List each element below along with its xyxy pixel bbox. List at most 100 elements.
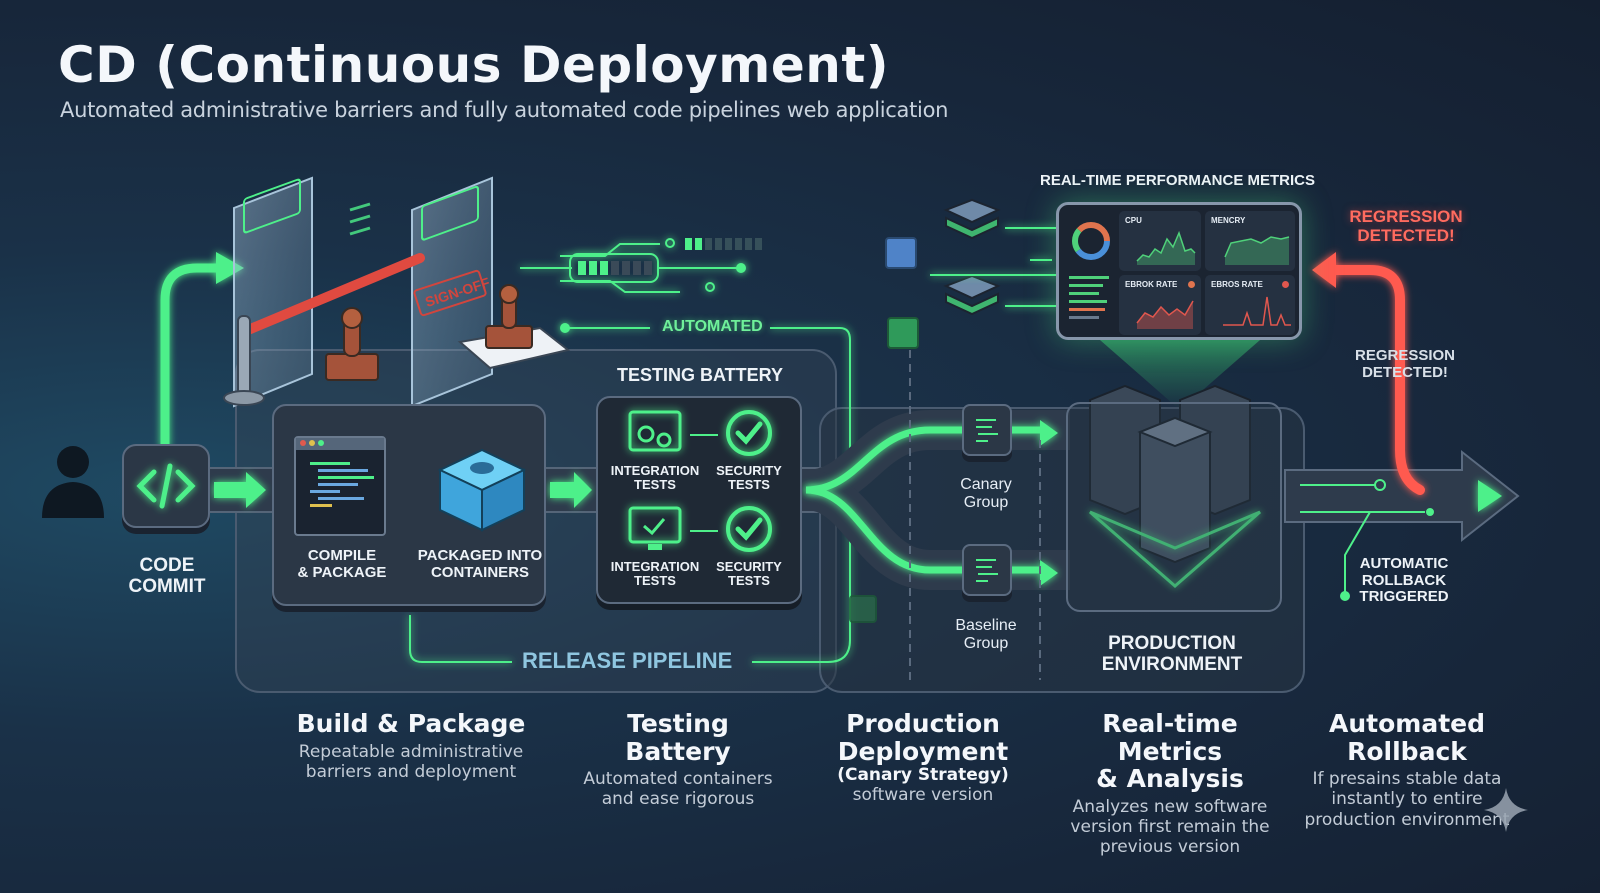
regression-detected-alert: REGRESSION DETECTED! [1349,207,1463,245]
error-rate-tile[interactable]: EBROK RATE [1119,275,1201,335]
code-brackets-icon [136,463,196,509]
donut-chart-icon [1072,222,1110,260]
cube-green-icon [887,317,919,349]
cube-blue-icon [885,237,917,269]
regression-detected-label: REGRESSION DETECTED! [1354,347,1456,381]
list-icon [976,559,998,582]
stage-subtitle: (Canary Strategy) [837,765,1009,785]
metrics-title: REAL-TIME PERFORMANCE METRICS [1040,172,1315,189]
security-tests-label: SECURITY TESTS [716,559,782,589]
memory-tile[interactable]: MENCRY [1205,211,1295,271]
check-circle-icon [726,506,772,552]
metrics-beam [1100,340,1260,410]
build-package-card[interactable]: COMPILE & PACKAGE PACKAGED INTO CONTAINE… [272,404,546,606]
stanchion-post [237,315,251,397]
cube-small-green-icon [849,595,877,623]
metrics-connector-lines [930,227,1060,307]
testing-battery-title: TESTING BATTERY [617,365,783,385]
connector-line [690,434,718,436]
stamp-on-paper-icon [457,284,571,370]
code-editor-icon [294,436,386,536]
packaged-containers-label: PACKAGED INTO CONTAINERS [417,547,543,581]
sparkle-icon [1484,788,1528,832]
release-pipeline-label: RELEASE PIPELINE [522,648,733,673]
error-rate-tile-2[interactable]: EBROS RATE [1205,275,1295,335]
cpu-tile[interactable]: CPU [1119,211,1201,271]
page-subtitle: Automated administrative barriers and fu… [60,98,949,122]
metrics-dashboard[interactable]: CPU MENCRY EBROK RATE EBROS RATE [1056,202,1302,340]
cpu-sparkline [1136,230,1196,265]
integration-tests-label: INTEGRATION TESTS [610,559,700,589]
code-commit-node[interactable] [122,444,210,528]
error-spike-sparkline [1223,296,1291,326]
production-environment-label: PRODUCTION ENVIRONMENT [1101,633,1243,675]
connector-line [690,530,718,532]
floating-checklist-icon [349,202,371,236]
container-icon [437,448,527,532]
error-rate-2-tile-title: EBROS RATE [1211,280,1263,289]
status-dot [1282,281,1289,288]
baseline-group-label: Baseline Group [955,617,1017,653]
stage-realtime-metrics: Real-time Metrics& Analysis Analyzes new… [1048,710,1292,858]
stage-title: Real-time Metrics& Analysis [1096,709,1244,793]
automated-label: AUTOMATED [662,318,763,335]
integration-tests-label: INTEGRATION TESTS [610,463,700,493]
compile-package-label: COMPILE & PACKAGE [297,547,387,581]
baseline-flow [805,486,1040,574]
memory-tile-title: MENCRY [1211,216,1246,225]
list-icon [976,419,998,442]
security-tests-label: SECURITY TESTS [716,463,782,493]
canary-group-label: Canary Group [960,476,1012,512]
server-rack-icon [1089,384,1261,588]
developer-avatar-icon [42,446,104,518]
baseline-arrowhead [1040,560,1058,586]
status-dot [1188,281,1195,288]
signoff-stamp-frame [413,269,487,317]
commit-to-gate-arrow [160,263,227,450]
check-circle-icon [726,410,772,456]
circuit-lines [409,238,851,663]
stage-title: Build & Package [296,709,526,738]
error-rate-tile-title: EBROK RATE [1125,280,1178,289]
output-flow-head [1478,480,1502,512]
red-barrier-tape [243,253,425,335]
data-stack-icon [943,198,1001,316]
stage-description: software version [852,785,994,806]
testing-battery-card[interactable]: INTEGRATION TESTS SECURITY TESTS INTEGRA… [596,396,802,604]
legend-bars [1069,271,1113,324]
baseline-group-node[interactable] [962,544,1012,596]
stage-build-package: Build & Package Repeatable administrativ… [286,710,536,782]
glass-gate-1 [233,176,313,408]
code-commit-label: CODE COMMIT [128,555,206,597]
monitor-check-icon [628,506,682,550]
canary-group-node[interactable] [962,404,1012,456]
gate-1-checklist [243,178,301,234]
production-environment-node[interactable] [1066,402,1282,612]
error-rate-sparkline [1136,300,1194,329]
rollback-circuit [1300,479,1434,601]
stamp-icon [325,307,379,381]
cpu-tile-title: CPU [1125,216,1142,225]
rollback-triggered-label: AUTOMATIC ROLLBACK TRIGGERED [1359,555,1449,605]
regression-arrowhead [1312,252,1336,288]
gate-2-checklist [421,185,479,241]
commit-to-gate-arrowhead [216,252,244,284]
automation-progress-bar [578,238,762,275]
stanchion-base [223,390,265,406]
canary-flow [805,426,1040,494]
canary-arrowhead [1040,420,1058,446]
page-title: CD (Continuous Deployment) [58,36,890,94]
memory-sparkline [1224,236,1290,265]
regression-arrow [1325,265,1425,495]
gears-window-icon [628,410,682,452]
